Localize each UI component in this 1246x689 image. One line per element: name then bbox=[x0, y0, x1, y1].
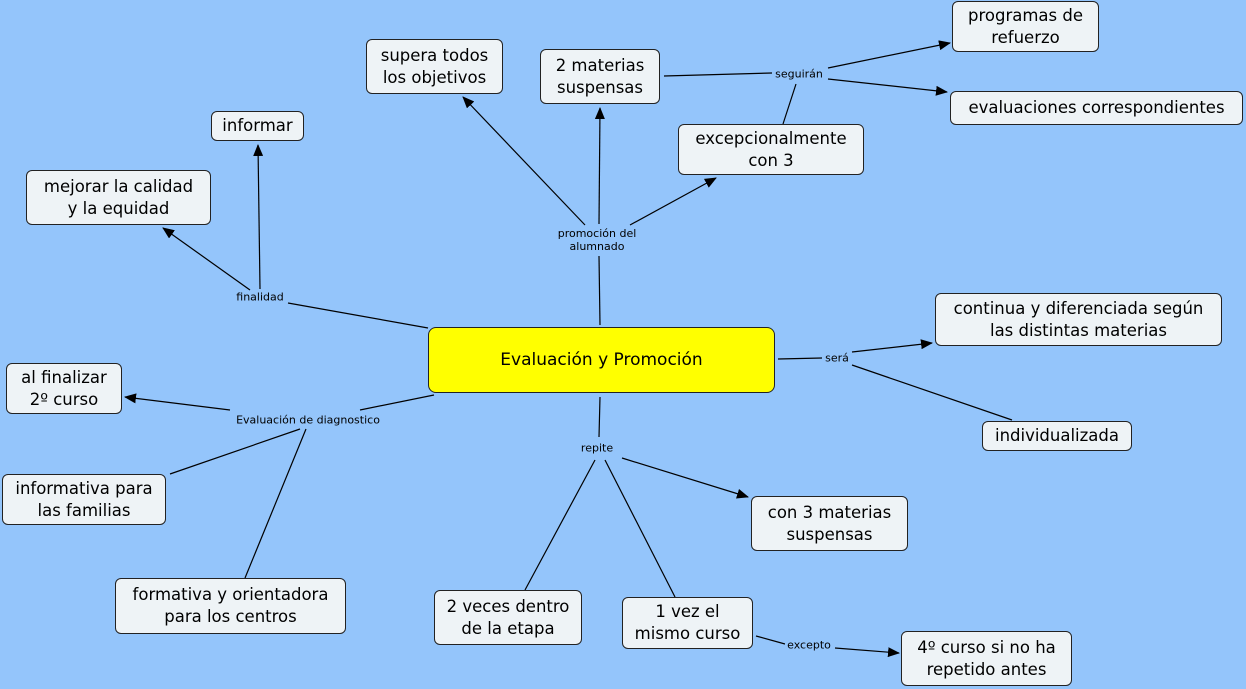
link-label-finalidad: finalidad bbox=[234, 290, 286, 304]
concept-supera[interactable]: supera todos los objetivos bbox=[366, 39, 503, 94]
concept-dos-materias[interactable]: 2 materias suspensas bbox=[540, 49, 660, 104]
concept-una-vez[interactable]: 1 vez el mismo curso bbox=[622, 597, 753, 649]
link-label-repite: repite bbox=[578, 441, 616, 455]
link-label-excepto: excepto bbox=[785, 638, 833, 652]
concept-excepcional[interactable]: excepcionalmente con 3 bbox=[678, 124, 864, 175]
link-label-diagnostico: Evaluación de diagnostico bbox=[234, 413, 382, 427]
concept-evaluaciones[interactable]: evaluaciones correspondientes bbox=[950, 91, 1243, 125]
concept-cuarto[interactable]: 4º curso si no ha repetido antes bbox=[901, 631, 1072, 686]
concept-formativa[interactable]: formativa y orientadora para los centros bbox=[115, 578, 346, 634]
concept-programas[interactable]: programas de refuerzo bbox=[952, 1, 1099, 52]
concept-informativa[interactable]: informativa para las familias bbox=[2, 474, 166, 525]
concept-dos-veces[interactable]: 2 veces dentro de la etapa bbox=[434, 590, 582, 645]
concept-informar[interactable]: informar bbox=[211, 111, 304, 141]
concept-continua[interactable]: continua y diferenciada según las distin… bbox=[935, 293, 1222, 346]
concept-al-finalizar[interactable]: al finalizar 2º curso bbox=[6, 363, 122, 414]
link-label-seguiran: seguirán bbox=[773, 67, 825, 81]
main-concept-node[interactable]: Evaluación y Promoción bbox=[428, 327, 775, 393]
link-label-sera: será bbox=[823, 351, 851, 365]
concept-individualizada[interactable]: individualizada bbox=[982, 421, 1132, 451]
concept-con-tres[interactable]: con 3 materias suspensas bbox=[751, 496, 908, 551]
link-label-promocion: promoción del alumnado bbox=[555, 227, 639, 253]
concept-mejorar[interactable]: mejorar la calidad y la equidad bbox=[26, 170, 211, 225]
